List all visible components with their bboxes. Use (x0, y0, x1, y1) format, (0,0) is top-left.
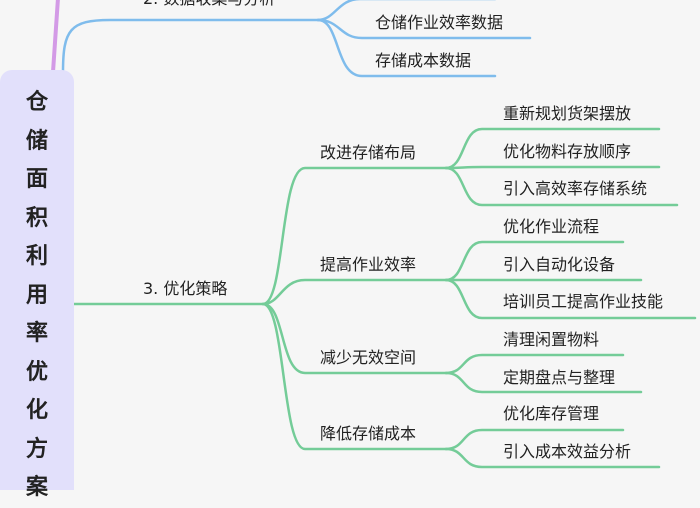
leaf-node[interactable]: 优化库存管理 (503, 404, 600, 423)
leaf-node[interactable]: 清理闲置物料 (503, 330, 600, 349)
sub-node-storage-layout[interactable]: 改进存储布局 (320, 143, 417, 162)
leaf-node[interactable]: 优化物料存放顺序 (503, 142, 632, 161)
purple-branch-line (51, 0, 60, 74)
leaf-node[interactable]: 引入自动化设备 (503, 255, 616, 274)
connector-lines (51, 0, 697, 469)
sub-node-reduce-cost[interactable]: 降低存储成本 (320, 424, 417, 443)
leaf-node[interactable]: 引入成本效益分析 (503, 442, 632, 461)
sub-node-efficiency[interactable]: 提高作业效率 (320, 255, 417, 274)
leaf-node[interactable]: 优化作业流程 (503, 217, 600, 236)
root-title: 仓储面积利用率优化方案 (25, 90, 48, 500)
green-branch-lines (72, 127, 697, 469)
branch-node-optimization-strategy[interactable]: 3. 优化策略 (143, 279, 228, 298)
sub-node-reduce-space[interactable]: 减少无效空间 (320, 348, 417, 367)
leaf-node[interactable]: 重新规划货架摆放 (503, 104, 632, 123)
leaf-node[interactable]: 存储成本数据 (375, 51, 472, 70)
leaf-node[interactable]: 定期盘点与整理 (503, 368, 616, 387)
root-node[interactable]: 仓储面积利用率优化方案 (0, 70, 74, 500)
leaf-node[interactable]: 引入高效率存储系统 (503, 179, 648, 198)
branch-node-data-collection[interactable]: 2. 数据收集与分析 (143, 0, 275, 9)
leaf-node[interactable]: 培训员工提高作业技能 (503, 292, 664, 311)
leaf-node[interactable]: 仓储作业效率数据 (375, 13, 504, 32)
blue-branch-lines (61, 0, 532, 78)
